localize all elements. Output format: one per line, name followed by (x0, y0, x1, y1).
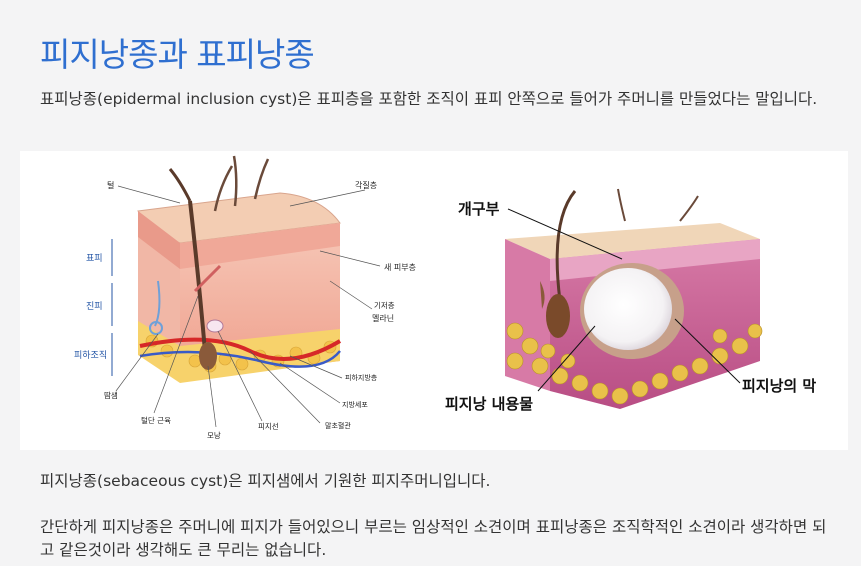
label-hair: 털 (107, 180, 114, 190)
skin-cross-section (137, 155, 342, 383)
label-dermis: 진피 (86, 301, 103, 312)
cyst-leader-lines (507, 208, 741, 392)
label-subcutis: 피하조직 (74, 350, 107, 361)
label-opening: 개구부 (458, 200, 500, 218)
leader-lines (115, 185, 381, 428)
sebaceous-cyst-section (505, 188, 763, 409)
label-basal-layer: 기저층 (374, 301, 395, 310)
label-cyst-contents: 피지낭 내용물 (445, 395, 533, 413)
label-hair-follicle: 모낭 (207, 430, 221, 440)
label-capillary: 말초혈관 (325, 421, 351, 430)
comparison-paragraph: 간단하게 피지낭종은 주머니에 피지가 들어있으니 부르는 임상적인 소견이며 … (40, 518, 827, 559)
label-stratum-corneum: 각질층 (355, 180, 377, 190)
label-sebaceous-gland: 피지선 (258, 422, 279, 431)
label-cyst-membrane: 피지낭의 막 (742, 377, 816, 395)
illustration-svg: 표피 진피 피하조직 털 각질층 새 피부층 기저층 멜라닌 땀샘 털단 근육 … (74, 155, 816, 440)
sebaceous-paragraph: 피지낭종(sebaceous cyst)은 피지샘에서 기원한 피지주머니입니다… (40, 472, 491, 490)
label-melanin: 멜라닌 (372, 313, 394, 323)
label-subcutaneous-fat: 피하지방층 (345, 373, 378, 382)
skin-cyst-illustration: 표피 진피 피하조직 털 각질층 새 피부층 기저층 멜라닌 땀샘 털단 근육 … (20, 151, 848, 450)
page-title: 피지낭종과 표피낭종 (40, 35, 315, 74)
label-new-skin-layer: 새 피부층 (384, 263, 416, 272)
label-fat-cell: 지방세포 (342, 400, 368, 409)
label-sweat-gland: 땀샘 (104, 390, 118, 400)
label-arrector-muscle: 털단 근육 (141, 415, 171, 425)
intro-paragraph: 표피낭종(epidermal inclusion cyst)은 표피층을 포함한… (40, 90, 818, 108)
label-epidermis: 표피 (86, 253, 103, 264)
